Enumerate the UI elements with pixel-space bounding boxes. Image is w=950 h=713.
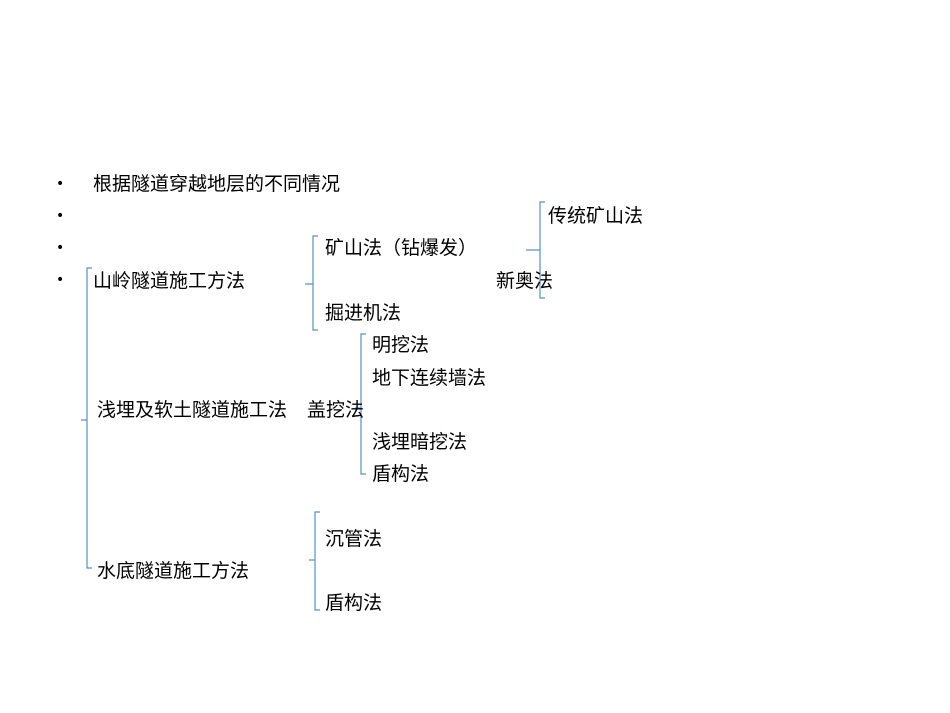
intro-text: 根据隧道穿越地层的不同情况 — [93, 173, 341, 195]
bracket-natm — [526, 201, 545, 299]
bullet: • — [56, 272, 65, 288]
bracket-root — [81, 267, 92, 569]
bullet: • — [56, 240, 65, 256]
category-mountain: 山岭隧道施工方法 — [93, 270, 246, 292]
method-shield: 盾构法 — [372, 463, 430, 485]
bracket-cut-cover — [355, 333, 366, 475]
method-mining: 矿山法（钻爆发） — [325, 237, 478, 259]
category-shallow: 浅埋及软土隧道施工法 — [97, 399, 288, 421]
method-immersed-tube: 沉管法 — [325, 528, 383, 550]
method-diaphragm-wall: 地下连续墙法 — [372, 367, 487, 389]
bracket-mountain — [305, 235, 318, 331]
bracket-underwater — [309, 511, 320, 611]
bullet: • — [56, 176, 65, 192]
method-tbm: 掘进机法 — [325, 302, 402, 324]
method-shallow-bored: 浅埋暗挖法 — [372, 431, 468, 453]
category-underwater: 水底隧道施工方法 — [97, 560, 250, 582]
method-traditional-mining: 传统矿山法 — [548, 205, 644, 227]
method-open-cut: 明挖法 — [372, 334, 430, 356]
method-shield-underwater: 盾构法 — [325, 592, 383, 614]
method-natm: 新奥法 — [496, 270, 554, 292]
method-cut-cover: 盖挖法 — [307, 399, 365, 421]
bullet: • — [56, 208, 65, 224]
